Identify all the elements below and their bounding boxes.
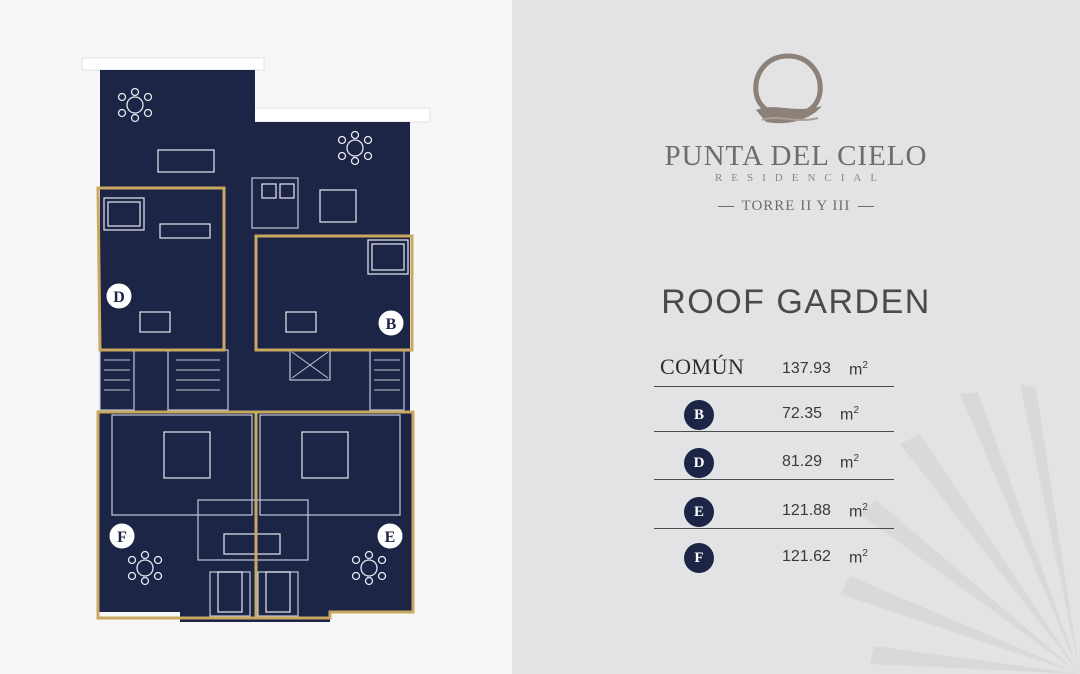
area-unit: m2 xyxy=(849,360,868,379)
unit-badge-d: D xyxy=(105,282,133,310)
info-panel: PUNTA DEL CIELO RESIDENCIAL TORRE II Y I… xyxy=(512,0,1080,674)
page-title: ROOF GARDEN xyxy=(661,283,931,321)
svg-text:D: D xyxy=(113,289,125,306)
unit-badge: B xyxy=(684,400,714,430)
floor-plan-panel: D B F E xyxy=(0,0,512,674)
area-unit: m2 xyxy=(840,405,859,424)
area-value: 81.29 xyxy=(782,453,823,470)
tower-label: TORRE II Y III xyxy=(512,198,1080,215)
area-row-d: D 81.29 m2 xyxy=(654,445,894,480)
area-row-b: B 72.35 m2 xyxy=(654,397,894,432)
brand-name: PUNTA DEL CIELO xyxy=(664,140,928,172)
brand-subtitle: RESIDENCIAL xyxy=(714,172,887,184)
unit-badge-f: F xyxy=(108,522,136,550)
unit-badge-e: E xyxy=(376,522,404,550)
svg-text:B: B xyxy=(386,316,397,333)
dash-right xyxy=(858,206,875,208)
area-unit: m2 xyxy=(849,502,868,521)
area-value: 121.62 xyxy=(782,548,831,565)
floor-plan: D B F E xyxy=(81,57,431,622)
unit-badge: E xyxy=(684,497,714,527)
area-row-comun: COMÚN 137.93 m2 xyxy=(654,352,894,387)
area-row-f: F 121.62 m2 xyxy=(654,540,894,574)
brand-logo xyxy=(753,53,823,124)
dash-left xyxy=(717,206,734,208)
palm-leaf-decoration xyxy=(840,384,1080,674)
svg-text:F: F xyxy=(117,529,127,546)
area-value: 121.88 xyxy=(782,502,831,519)
area-value: 72.35 xyxy=(782,405,823,422)
unit-badge: F xyxy=(684,543,714,573)
area-value: 137.93 xyxy=(782,360,831,377)
area-unit: m2 xyxy=(849,548,868,567)
area-row-e: E 121.88 m2 xyxy=(654,494,894,529)
unit-badge-b: B xyxy=(377,309,405,337)
unit-badge: D xyxy=(684,448,714,478)
area-label: COMÚN xyxy=(660,354,745,379)
tower-text: TORRE II Y III xyxy=(741,198,851,214)
area-unit: m2 xyxy=(840,453,859,472)
svg-text:E: E xyxy=(385,529,396,546)
